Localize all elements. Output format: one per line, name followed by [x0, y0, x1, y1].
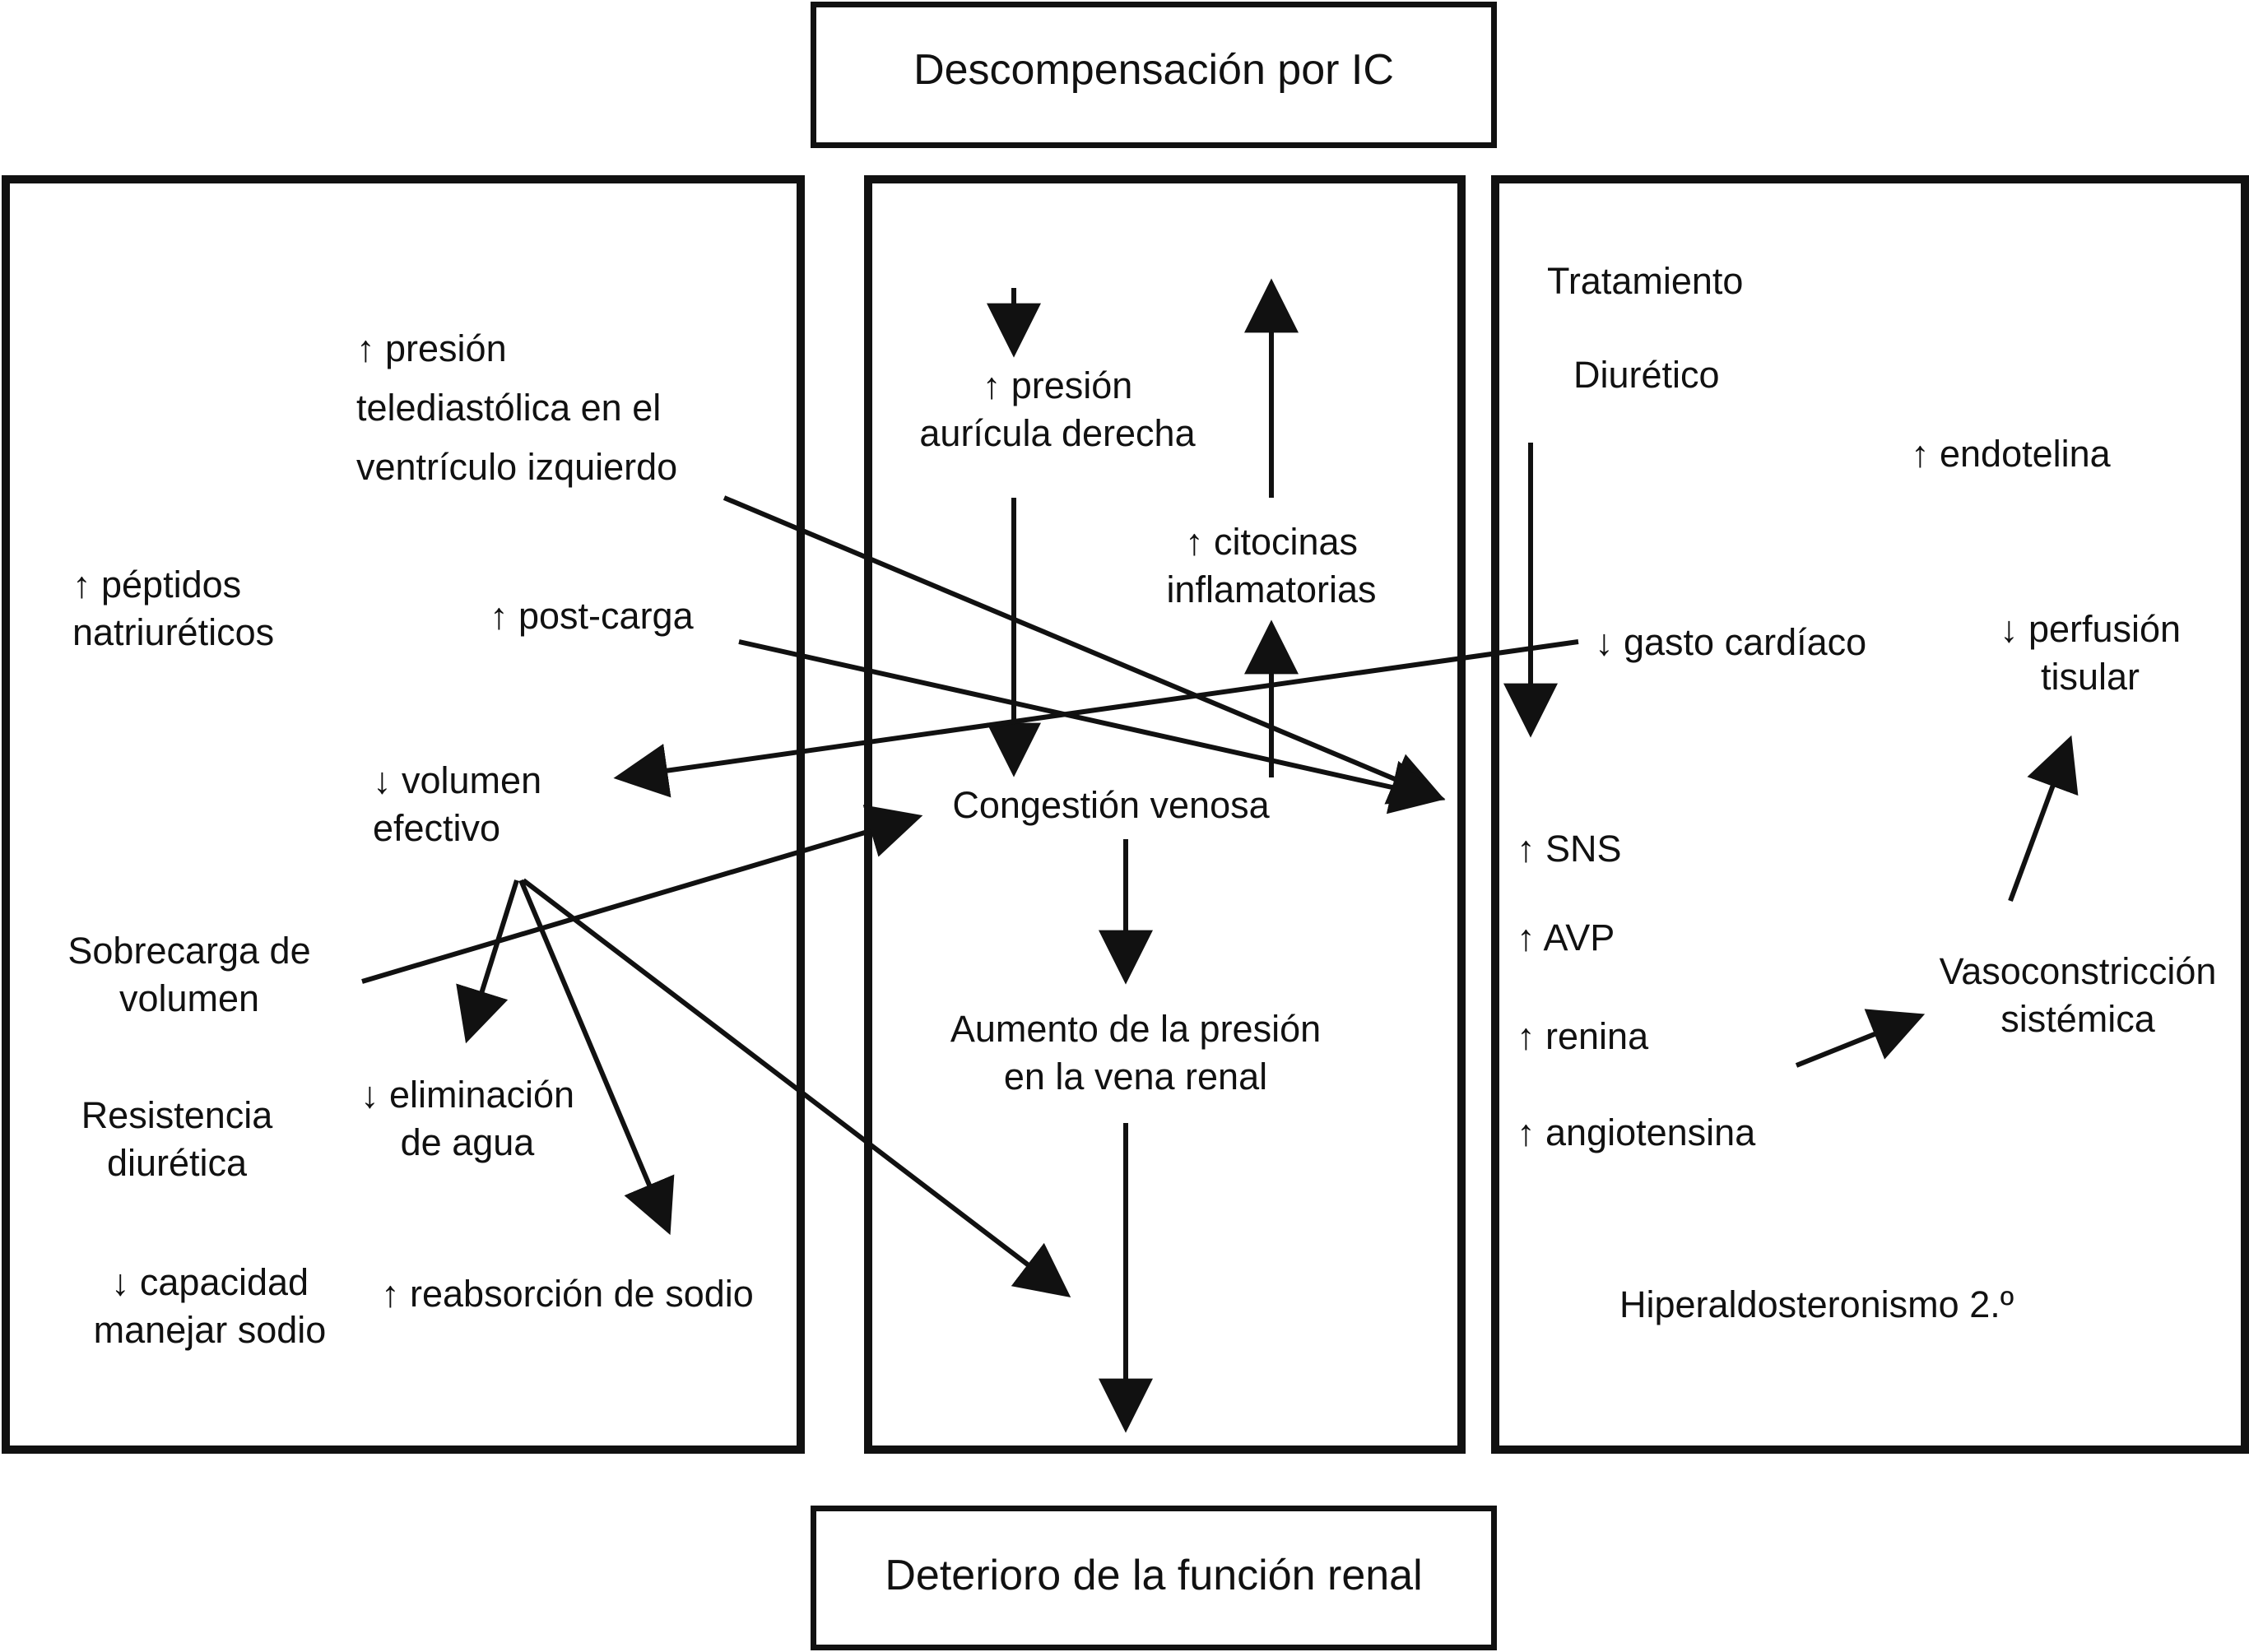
citocinas-label: ↑ citocinas inflamatorias: [1166, 521, 1377, 610]
arrow-volumen-to-eliminacion: [456, 879, 519, 1044]
endotelina-label: ↑ endotelina: [1911, 433, 2111, 475]
top-box-label: Descompensación por IC: [913, 46, 1394, 94]
tratamiento-label: Tratamiento: [1547, 260, 1744, 302]
diuretico-label: Diurético: [1573, 354, 1720, 396]
volumen-efectivo-label: ↓ volumen efectivo: [373, 759, 542, 849]
arrow-angiotensina-to-vasoconstriccion: [1795, 1009, 1926, 1068]
presion-auricula-label: ↑ presión aurícula derecha: [919, 364, 1196, 454]
peptidos-natriureticos-label: ↑ péptidos natriuréticos: [72, 564, 275, 653]
resistencia-diuretica-label: Resistencia diurética: [81, 1094, 273, 1184]
reabsorcion-sodio-label: ↑ reabsorción de sodio: [381, 1273, 754, 1315]
bottom-box: [811, 1506, 1497, 1650]
perfusion-tisular-label: ↓ perfusión tisular: [1999, 608, 2182, 698]
presion-telediastolica-label: ↑ presión telediastólica en el ventrícul…: [356, 327, 678, 488]
arrow-sobrecarga-to-congestion: [361, 805, 923, 984]
bottom-box-label: Deterioro de la función renal: [885, 1552, 1423, 1599]
angiotensina-label: ↑ angiotensina: [1517, 1111, 1756, 1153]
hiperaldosteronismo-label: Hiperaldosteronismo 2.º: [1619, 1283, 2014, 1325]
avp-label: ↑ AVP: [1517, 916, 1615, 958]
arrow-telediastolica-to-right: [723, 495, 1446, 805]
presion-vena-renal-label: Aumento de la presión en la vena renal: [950, 1008, 1322, 1097]
renina-label: ↑ renina: [1517, 1015, 1649, 1057]
arrow-volumen-to-deterioro: [522, 878, 1071, 1298]
sobrecarga-volumen-label: Sobrecarga de volumen: [67, 930, 311, 1019]
gasto-cardiaco-label: ↓ gasto cardíaco: [1595, 621, 1867, 663]
arrow-vasoconstriccion-to-perfusion: [2008, 735, 2079, 903]
left-panel: [2, 175, 805, 1454]
arrow-volumen-to-reabsorcion: [518, 879, 675, 1236]
vasoconstriccion-label: Vasoconstricción sistémica: [1939, 950, 2217, 1040]
arrow-post-carga-to-right: [738, 639, 1446, 814]
capacidad-sodio-label: ↓ capacidad manejar sodio: [93, 1261, 327, 1351]
congestion-venosa-label: Congestión venosa: [952, 784, 1270, 826]
sns-label: ↑ SNS: [1517, 828, 1622, 870]
right-panel: [1491, 175, 2249, 1454]
eliminacion-agua-label: ↓ eliminación de agua: [360, 1074, 575, 1163]
arrow-gasto-to-volumen: [613, 639, 1579, 798]
post-carga-label: ↑ post-carga: [490, 595, 694, 637]
top-box: [811, 2, 1497, 148]
